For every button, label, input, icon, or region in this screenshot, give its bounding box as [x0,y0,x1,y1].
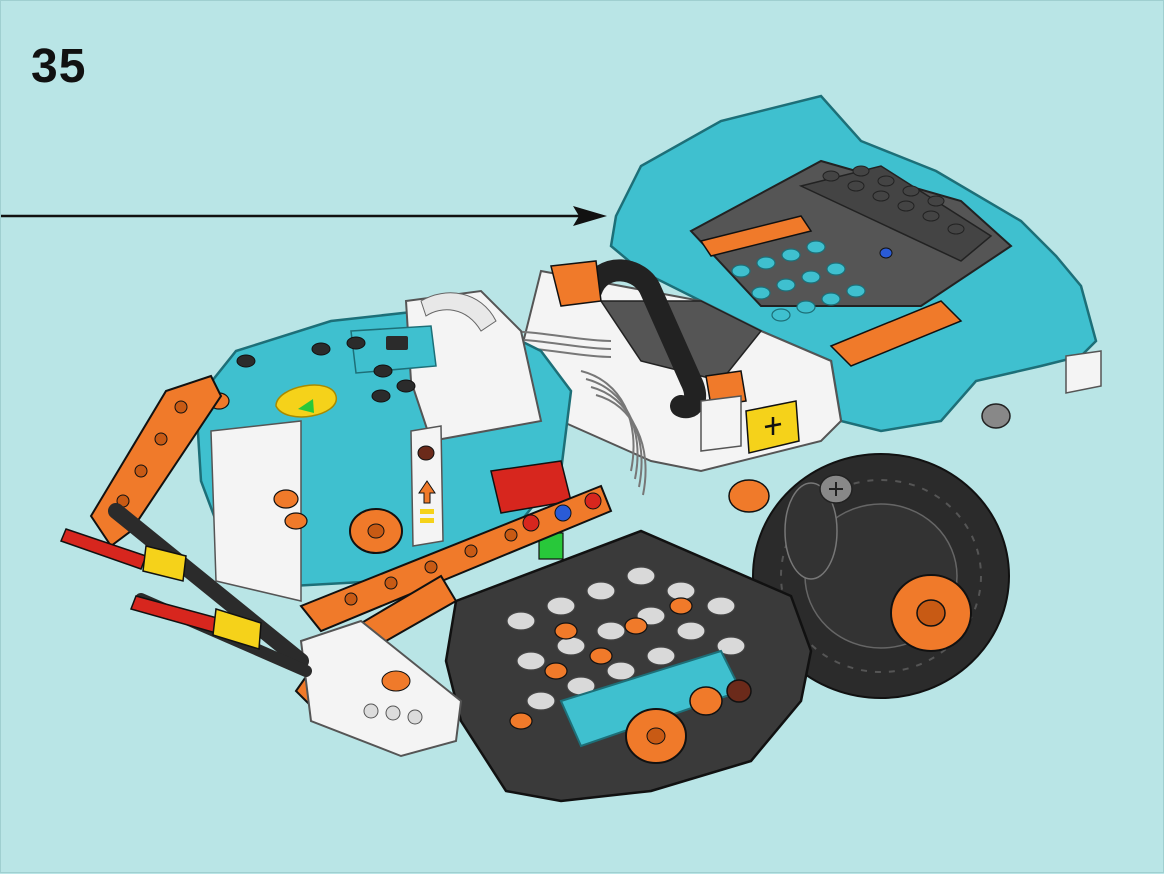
up-arrow-icon [418,480,436,504]
axle-pins [60,503,312,677]
wheel [752,453,1010,699]
step-number: 35 [31,40,87,93]
arrow-icon [1,206,607,226]
rear-fender [609,94,1102,433]
plus-icon [764,417,782,435]
play-triangle-icon [298,399,314,413]
lower-bricks [299,619,463,758]
chassis [500,259,843,496]
bushing [728,474,853,513]
hub-body [194,289,573,602]
